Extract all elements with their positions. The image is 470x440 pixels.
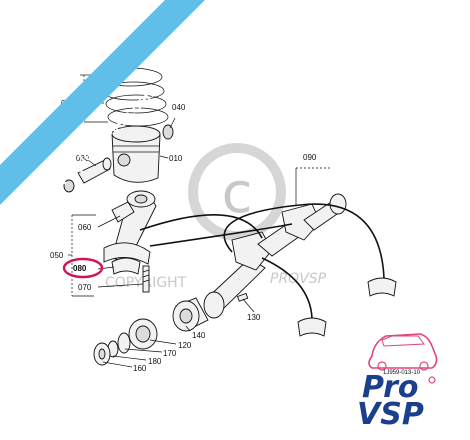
callout-brackets [68,74,330,297]
callout-180: 180 [148,357,162,366]
crankshaft [203,193,347,319]
callout-170: 170 [163,349,177,358]
callout-060: 060 [78,223,92,232]
crank-gear-stack [93,297,209,366]
callout-160: 160 [133,364,147,373]
watermark-brand-text: PROVSP [270,271,327,287]
provsp-logo: Pro VSP [357,333,438,432]
rod-bolt [142,265,150,293]
callout-010: 010 [169,154,183,163]
callout-080-highlight [62,257,104,279]
callout-090: 090 [303,153,317,162]
logo-car-outline [368,333,438,369]
bearing-leader-curves [139,203,385,319]
callout-080: 080 [73,264,87,273]
diagram-code: 1J959-013-10 [383,370,421,376]
logo-word-pro: Pro [362,370,418,405]
leader-lines [87,117,255,368]
circlips [63,124,174,193]
callout-050: 050 [50,251,64,260]
big-end-bearing [111,257,141,275]
logo-word-vsp: VSP [357,397,424,432]
piston-pin [77,157,112,184]
connecting-rod [103,190,157,265]
piston [111,125,161,183]
callout-130: 130 [247,313,261,322]
main-bearings [297,277,397,337]
crankshaft-key [236,292,249,302]
callout-030: 030 [76,154,90,163]
callout-040: 040 [172,103,186,112]
callout-120: 120 [178,341,192,350]
callout-070: 070 [78,283,92,292]
callout-140: 140 [192,331,206,340]
